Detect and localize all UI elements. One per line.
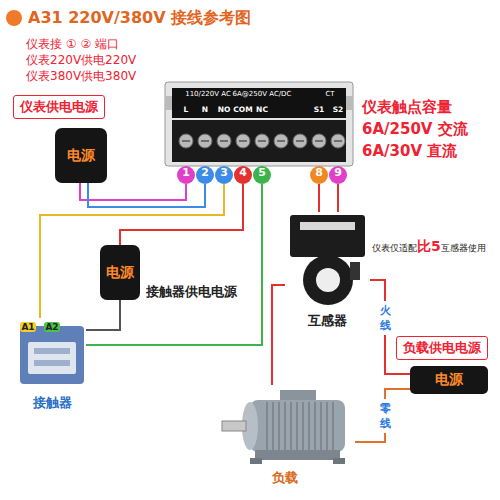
node-text: S2 (329, 105, 347, 114)
ct-note: 仪表仅适配比5互感器使用 (372, 238, 486, 256)
power-source: 负载供电电源电源 (410, 366, 488, 394)
node-text: 5 (253, 166, 271, 179)
contactor-body (20, 326, 84, 384)
node-text: 电源 (67, 147, 95, 165)
wire-label: 火线 (379, 301, 392, 335)
node-text: L (177, 105, 195, 114)
node-text: 6A@250V AC/DC (227, 90, 297, 98)
note-label: 仪表触点容量 (362, 98, 452, 117)
node-text: 8 (310, 166, 328, 179)
node-text: S1 (310, 105, 328, 114)
node-text: 3 (215, 166, 233, 179)
motor-load (222, 390, 345, 464)
terminal-number: 3 (215, 166, 233, 184)
terminal-number: 9 (329, 166, 347, 184)
power-source: 仪表供电电源电源 (55, 128, 107, 183)
node-text: 互感器 (285, 312, 370, 330)
note-label: 6A/30V 直流 (362, 142, 457, 161)
title: A31 220V/380V 接线参考图 (28, 8, 251, 29)
terminal-number: 8 (310, 166, 328, 184)
wire (120, 184, 243, 245)
wire (86, 300, 120, 330)
meter-housing (165, 82, 353, 166)
power-source: 接触器供电电源电源 (100, 245, 140, 300)
note-label: 比5 (417, 238, 441, 256)
current-transformer-box: 互感器 (285, 212, 370, 308)
title-dot (6, 10, 22, 26)
terminal-number: 4 (234, 166, 252, 184)
note-label: 互感器使用 (441, 242, 486, 255)
node-text: A1 (20, 322, 36, 332)
wire-label: 零线 (379, 399, 392, 433)
node-text: 1 (177, 166, 195, 179)
node-text: CT (318, 90, 342, 98)
wire (337, 184, 339, 212)
node-text: 负载供电电源 (396, 336, 488, 360)
node-text: N (196, 105, 214, 114)
node-text: 接触器 (18, 394, 86, 412)
motor-load-box: 负载 (215, 385, 355, 467)
node-text: 电源 (106, 264, 134, 282)
wire (88, 183, 205, 207)
note-label: 仪表380V供电380V (26, 68, 136, 85)
note-label: 仪表接 ① ② 端口 (26, 36, 119, 53)
node-text: 110/220V AC (176, 90, 240, 98)
note-label: 仪表仅适配 (372, 242, 417, 255)
node-text: COM (233, 105, 253, 114)
node-text: 接触器供电电源 (146, 283, 237, 301)
node-text: 2 (196, 166, 214, 179)
wire (272, 285, 285, 385)
note-label: 6A/250V 交流 (362, 120, 468, 139)
meter-panel: 110/220V AC6A@250V AC/DC CT LNNOCOMNC S1S2 (170, 85, 348, 165)
wire (355, 389, 410, 442)
current-transformer (290, 215, 365, 305)
node-text: NC (253, 105, 271, 114)
terminal-number: 1 (177, 166, 195, 184)
wire (80, 183, 186, 200)
node-text: 负载 (215, 469, 355, 487)
node-text: NO (215, 105, 233, 114)
node-text: 4 (234, 166, 252, 179)
node-text: A2 (44, 322, 60, 332)
node-text: 电源 (435, 371, 463, 389)
note-label: 仪表220V供电220V (26, 52, 136, 69)
node-text: 仪表供电电源 (13, 95, 105, 119)
contactor: A1A2接触器 (18, 318, 86, 390)
wire (86, 184, 262, 345)
wire (318, 184, 320, 212)
node-text: 9 (329, 166, 347, 179)
terminal-number: 5 (253, 166, 271, 184)
terminal-number: 2 (196, 166, 214, 184)
